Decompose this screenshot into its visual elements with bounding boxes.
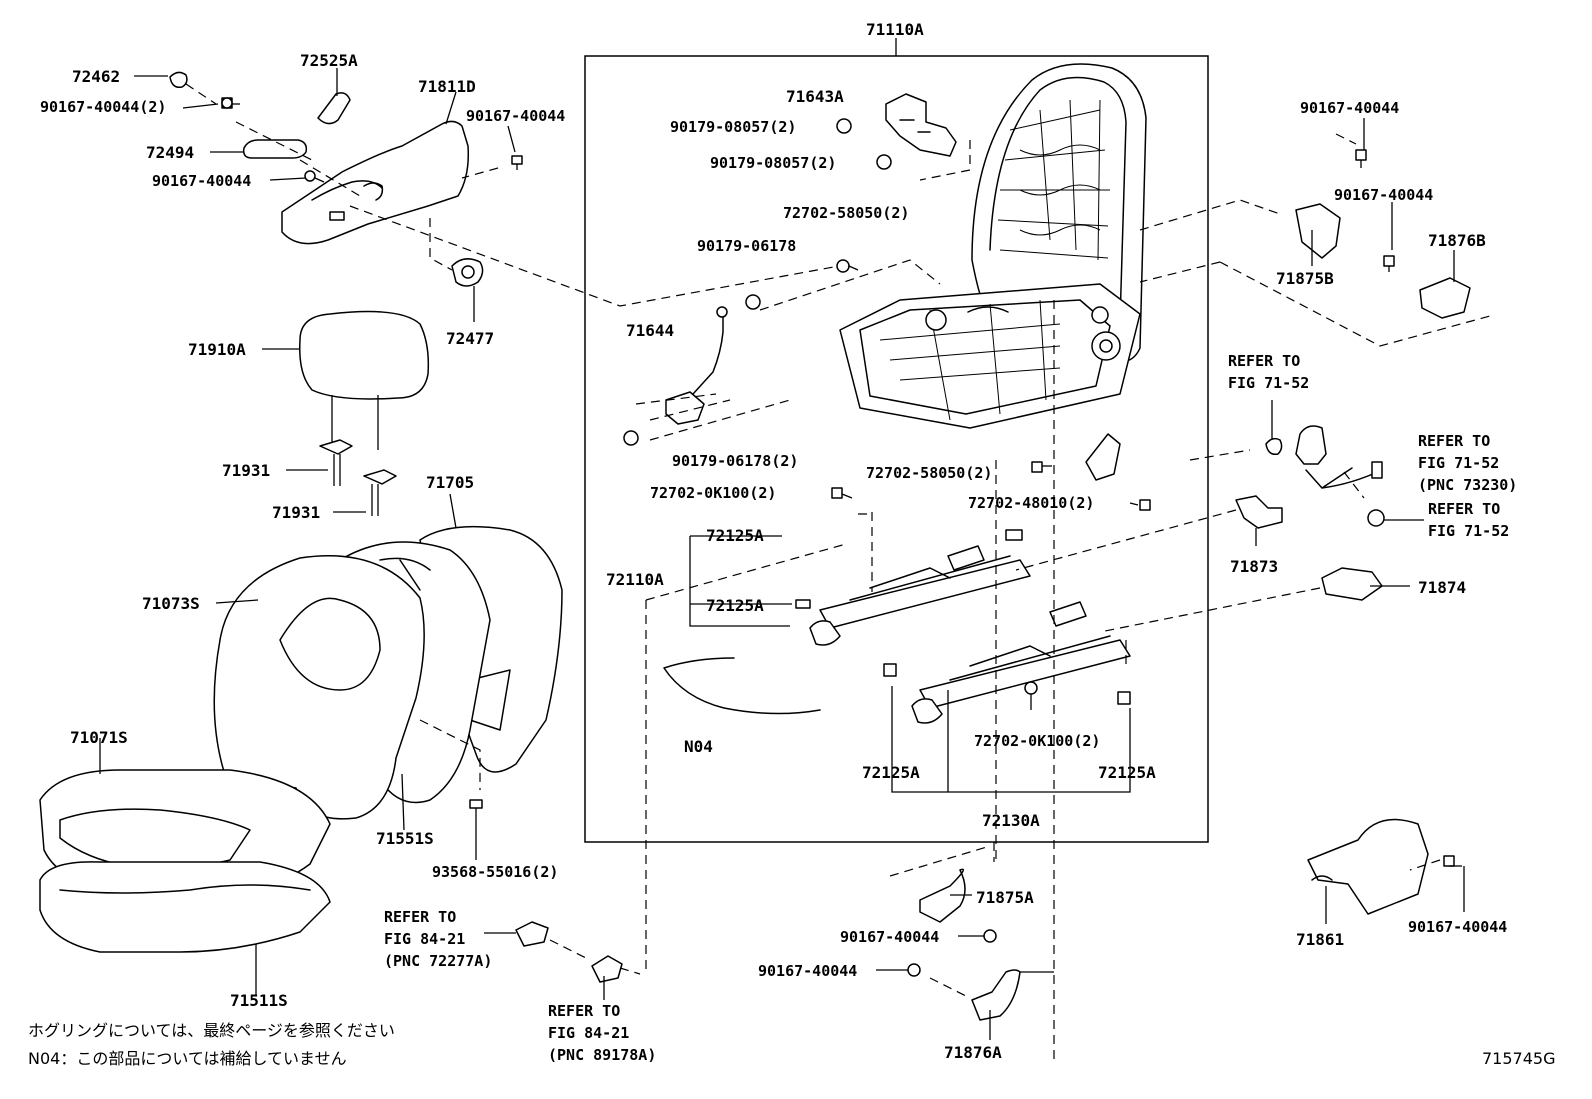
label-71071S: 71071S (70, 728, 128, 747)
label-90167-40044-2-a: 90167-40044(2) (40, 98, 166, 116)
label-72702-0K100-2-a: 72702-0K100(2) (650, 484, 776, 502)
label-93568-55016-2: 93568-55016(2) (432, 863, 558, 881)
label-90167-40044-a: 90167-40044 (466, 107, 565, 125)
label-90167-40044-c: 90167-40044 (1300, 99, 1399, 117)
label-refer-fig7152-c-1: REFER TO (1428, 500, 1500, 518)
label-72702-48010-2: 72702-48010(2) (968, 494, 1094, 512)
label-90179-06178-2: 90179-06178(2) (672, 452, 798, 470)
label-72130A: 72130A (982, 811, 1040, 830)
label-90167-40044-d: 90167-40044 (1334, 186, 1433, 204)
bottom-parts (484, 300, 1055, 1060)
label-72702-58050-2-b: 72702-58050(2) (866, 464, 992, 482)
label-71876B: 71876B (1428, 231, 1486, 250)
figure-id: 715745G (1482, 1049, 1555, 1068)
side-cover-parts (134, 68, 851, 322)
label-90167-40044-b: 90167-40044 (152, 172, 251, 190)
label-71073S: 71073S (142, 594, 200, 613)
label-72110A: 72110A (606, 570, 664, 589)
seat-trim-parts (39, 310, 563, 996)
label-refer-fig7152-b-1: REFER TO (1418, 432, 1490, 450)
label-71643A: 71643A (786, 87, 844, 106)
label-72702-0K100-2-b: 72702-0K100(2) (974, 732, 1100, 750)
right-side-parts (1015, 118, 1491, 924)
label-71811D: 71811D (418, 77, 476, 96)
label-72702-58050-2-a: 72702-58050(2) (783, 204, 909, 222)
label-90167-40044-g: 90167-40044 (1408, 918, 1507, 936)
label-71876A: 71876A (944, 1043, 1002, 1062)
label-90167-40044-f: 90167-40044 (758, 962, 857, 980)
label-71875A: 71875A (976, 888, 1034, 907)
label-90179-08057-2-b: 90179-08057(2) (710, 154, 836, 172)
label-72477: 72477 (446, 329, 494, 348)
label-72125A-d: 72125A (1098, 763, 1156, 782)
label-refer-fig8421-b-3: (PNC 89178A) (548, 1046, 656, 1064)
label-72125A-c: 72125A (862, 763, 920, 782)
label-90179-06178: 90179-06178 (697, 237, 796, 255)
label-refer-fig8421-a-2: FIG 84-21 (384, 930, 465, 948)
label-71861: 71861 (1296, 930, 1344, 949)
label-90167-40044-e: 90167-40044 (840, 928, 939, 946)
label-72525A: 72525A (300, 51, 358, 70)
label-71931-b: 71931 (272, 503, 320, 522)
label-71931-a: 71931 (222, 461, 270, 480)
label-72462: 72462 (72, 67, 120, 86)
label-refer-fig8421-a-1: REFER TO (384, 908, 456, 926)
label-refer-fig7152-a-2: FIG 71-52 (1228, 374, 1309, 392)
label-71551S: 71551S (376, 829, 434, 848)
label-71910A: 71910A (188, 340, 246, 359)
label-90179-08057-2-a: 90179-08057(2) (670, 118, 796, 136)
label-refer-fig8421-b-2: FIG 84-21 (548, 1024, 629, 1042)
note-hog-ring: ホグリングについては、最終ページを参照ください (28, 1021, 395, 1040)
label-71875B: 71875B (1276, 269, 1334, 288)
label-71110A: 71110A (866, 20, 924, 39)
label-refer-fig8421-b-1: REFER TO (548, 1002, 620, 1020)
label-refer-fig7152-c-2: FIG 71-52 (1428, 522, 1509, 540)
label-refer-fig8421-a-3: (PNC 72277A) (384, 952, 492, 970)
label-refer-fig7152-b-3: (PNC 73230) (1418, 476, 1517, 494)
label-71644: 71644 (626, 321, 674, 340)
label-refer-fig7152-b-2: FIG 71-52 (1418, 454, 1499, 472)
label-refer-fig7152-a-1: REFER TO (1228, 352, 1300, 370)
label-72494: 72494 (146, 143, 194, 162)
seat-frame-illustration (623, 63, 1151, 793)
label-71511S: 71511S (230, 991, 288, 1010)
label-72125A-a: 72125A (706, 526, 764, 545)
label-N04: N04 (684, 737, 713, 756)
label-71874: 71874 (1418, 578, 1466, 597)
label-71705: 71705 (426, 473, 474, 492)
label-72125A-b: 72125A (706, 596, 764, 615)
note-n04: N04：この部品については補給していません (28, 1049, 347, 1068)
label-71873: 71873 (1230, 557, 1278, 576)
